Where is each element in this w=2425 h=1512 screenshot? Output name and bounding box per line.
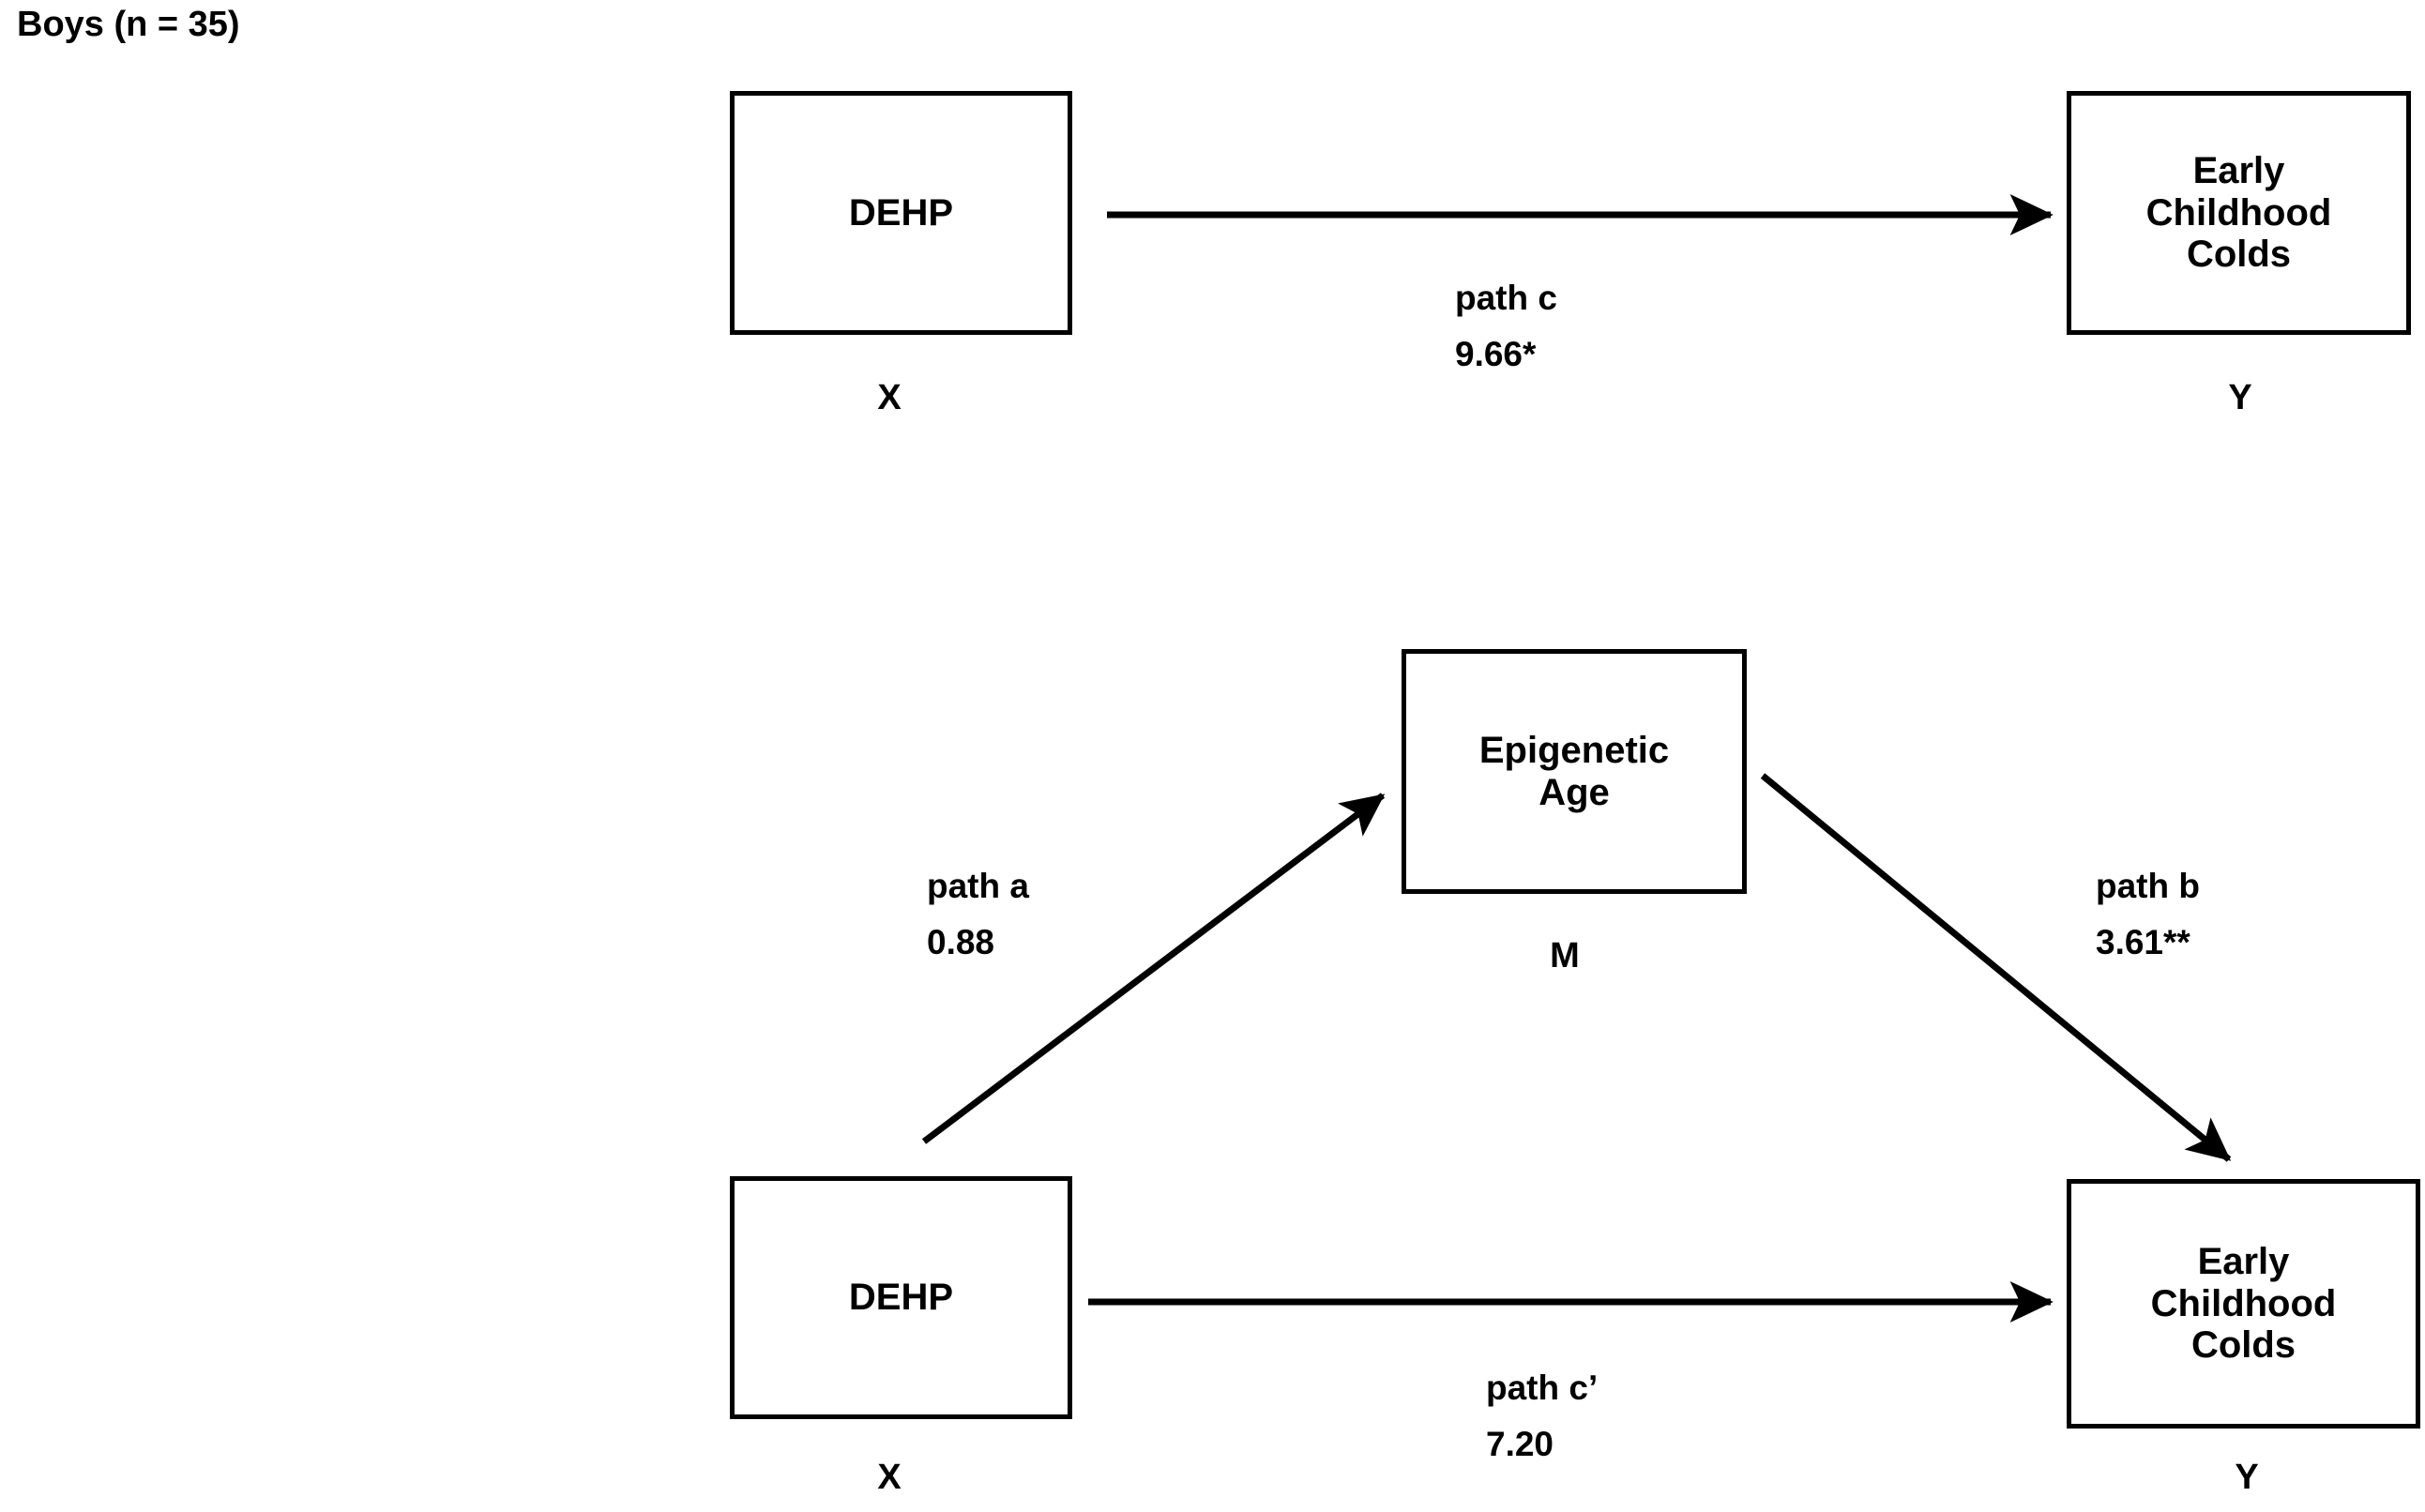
node-box-dehp-bottom: DEHP [730,1176,1072,1419]
node-label-dehp-top: DEHP [848,191,954,234]
node-box-colds-bottom: Early Childhood Colds [2067,1179,2420,1429]
node-label-dehp-bottom: DEHP [848,1277,954,1319]
node-box-epigenetic-age: Epigenetic Age [1402,649,1747,894]
role-label-x-bottom: X [877,1458,902,1497]
node-box-colds-top: Early Childhood Colds [2067,91,2411,335]
node-label-epigenetic-age: Epigenetic Age [1478,729,1670,813]
node-label-colds-bottom: Early Childhood Colds [2150,1240,2337,1367]
node-box-dehp-top: DEHP [730,91,1072,335]
node-label-colds-top: Early Childhood Colds [2145,149,2332,276]
page-title: Boys (n = 35) [17,5,240,44]
path-label-b: path b 3.61** [2096,867,2200,961]
role-label-m: M [1550,936,1580,975]
role-label-y-bottom: Y [2235,1458,2259,1497]
path-label-c-prime: path c’ 7.20 [1486,1368,1599,1463]
path-label-a: path a 0.88 [927,867,1029,961]
path-label-c: path c 9.66* [1455,279,1557,373]
role-label-x-top: X [877,378,902,417]
role-label-y-top: Y [2228,378,2252,417]
